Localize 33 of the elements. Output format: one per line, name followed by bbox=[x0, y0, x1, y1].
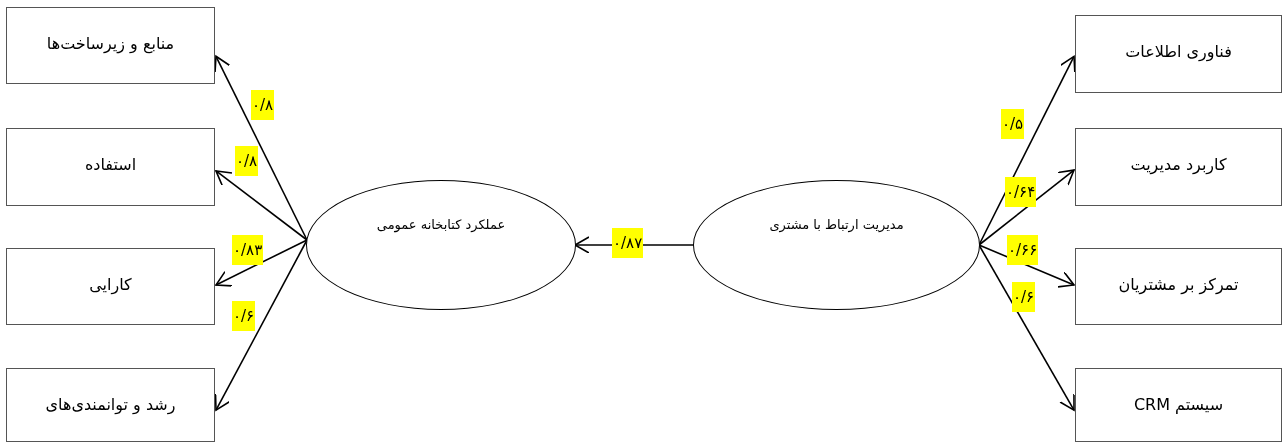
arrow bbox=[214, 239, 308, 411]
indicator-box bbox=[1075, 248, 1282, 325]
indicator-label: سیستم CRM bbox=[1133, 394, 1224, 416]
edge-label: ۰/۶۴ bbox=[1005, 177, 1037, 207]
indicator-box bbox=[1075, 368, 1282, 442]
edge-label: ۰/۶ bbox=[232, 301, 256, 331]
indicator-label: کاربرد مدیریت bbox=[1130, 154, 1227, 177]
edge-label: ۰/۶ bbox=[1012, 282, 1036, 312]
construct-label: عملکرد کتابخانه عمومی bbox=[376, 216, 506, 235]
arrow bbox=[978, 244, 1075, 411]
edge-label: ۰/۸ bbox=[235, 146, 259, 176]
edge-label: ۰/۶۶ bbox=[1007, 235, 1039, 265]
edge-label: ۰/۸ bbox=[251, 90, 275, 120]
indicator-box bbox=[6, 7, 215, 84]
indicator-label: استفاده bbox=[84, 154, 137, 176]
arrow bbox=[215, 170, 308, 241]
indicator-box bbox=[1075, 128, 1282, 206]
indicator-box bbox=[6, 128, 215, 206]
indicator-label: کارایی bbox=[89, 274, 132, 297]
edge-label: ۰/۵ bbox=[1001, 109, 1025, 139]
indicator-label: رشد و توانمندی‌های bbox=[45, 394, 176, 417]
arrow bbox=[978, 169, 1075, 246]
construct-label: مدیریت ارتباط با مشتری bbox=[769, 216, 904, 235]
edge-label: ۰/۸۷ bbox=[612, 228, 644, 258]
edge-label: ۰/۸۳ bbox=[232, 235, 264, 265]
arrow bbox=[215, 239, 308, 287]
indicator-label: فناوری اطلاعات bbox=[1125, 41, 1232, 64]
indicator-box bbox=[6, 368, 215, 442]
arrow bbox=[214, 55, 308, 241]
indicator-label: منابع و زیرساخت‌ها bbox=[46, 33, 175, 56]
indicator-box bbox=[1075, 15, 1282, 93]
indicator-label: تمرکز بر مشتریان bbox=[1118, 274, 1239, 297]
indicator-box bbox=[6, 248, 215, 325]
